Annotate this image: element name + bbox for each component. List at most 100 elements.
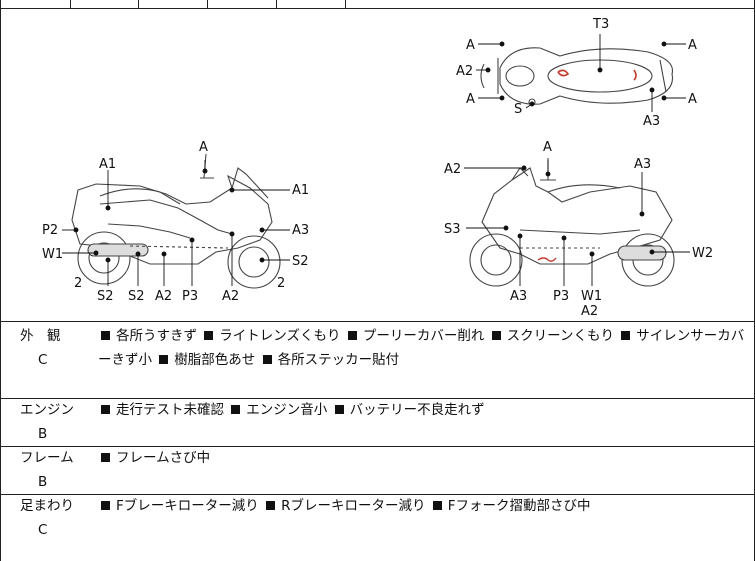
bullet-icon — [347, 331, 357, 340]
label-A: A — [543, 140, 552, 155]
bullet-icon — [101, 453, 110, 462]
bullet-icon — [262, 355, 272, 364]
top-view-scooter — [480, 47, 674, 106]
notes-cell: フレームさび中 — [98, 446, 748, 470]
right-side-view-leaders — [464, 160, 690, 286]
left-side-view-scooter — [71, 153, 281, 289]
label-S2: S2 — [292, 254, 309, 269]
damage-mark — [537, 257, 557, 262]
label-A: A — [688, 92, 697, 107]
bullet-icon — [101, 405, 110, 414]
notes-cell: Fブレーキローター減り Rブレーキローター減り Fフォーク摺動部さび中 — [98, 494, 748, 518]
category-grade: B — [38, 426, 48, 442]
label-A1: A1 — [99, 157, 116, 172]
label-2: 2 — [277, 276, 285, 291]
row-exterior: 外 観 C 各所うすきず ライトレンズくもり プーリーカバー削れ スクリーンくも… — [0, 324, 755, 398]
note-item: Rブレーキローター減り — [281, 498, 426, 514]
table-divider — [0, 398, 755, 399]
category-name: 外 観 — [20, 328, 61, 344]
category-cell: エンジン B — [20, 398, 74, 446]
bullet-icon — [266, 501, 276, 510]
label-A3: A3 — [510, 289, 527, 304]
label-W1: W1 — [581, 289, 602, 304]
bullet-icon — [159, 355, 169, 364]
table-divider — [345, 0, 346, 8]
note-item: 各所ステッカー貼付 — [277, 352, 400, 368]
category-name: フレーム — [20, 450, 74, 466]
label-S2: S2 — [97, 289, 114, 304]
label-S3: S3 — [444, 222, 461, 237]
label-P3: P3 — [553, 289, 569, 304]
category-name: エンジン — [20, 402, 74, 418]
label-A2: A2 — [581, 304, 598, 319]
table-divider — [207, 0, 208, 8]
label-A: A — [466, 92, 475, 107]
table-divider — [276, 0, 277, 8]
bullet-icon — [101, 331, 110, 340]
right-side-view-labels: A A2 A3 S3 W2 A3 P3 W1 A2 — [444, 140, 713, 319]
label-A3: A3 — [643, 114, 660, 129]
label-A: A — [688, 38, 697, 53]
right-side-view-scooter — [469, 158, 675, 287]
bullet-icon — [621, 331, 631, 340]
row-suspension: 足まわり C Fブレーキローター減り Rブレーキローター減り Fフォーク摺動部さ… — [0, 494, 755, 561]
category-name: 足まわり — [20, 498, 74, 514]
note-item: フレームさび中 — [116, 450, 211, 466]
bullet-icon — [231, 405, 241, 414]
label-S2: S2 — [128, 289, 145, 304]
top-view-labels: T3 A A A2 A A S A3 — [456, 17, 697, 129]
category-grade: C — [38, 352, 48, 368]
category-cell: 足まわり C — [20, 494, 74, 542]
table-divider — [0, 446, 755, 447]
damage-mark — [557, 69, 637, 81]
category-cell: 外 観 C — [20, 324, 61, 372]
bullet-icon — [101, 501, 110, 510]
row-engine: エンジン B 走行テスト未確認 エンジン音小 バッテリー不良走れず — [0, 398, 755, 446]
bullet-icon — [432, 501, 442, 510]
label-P3: P3 — [182, 289, 198, 304]
table-divider — [0, 8, 755, 9]
left-side-view-leaders — [62, 160, 290, 286]
label-S: S — [514, 102, 522, 117]
table-divider — [70, 0, 71, 8]
label-W2: W2 — [692, 246, 713, 261]
note-item: スクリーンくもり — [506, 328, 614, 344]
row-frame: フレーム B フレームさび中 — [0, 446, 755, 494]
label-W1: W1 — [42, 247, 63, 262]
bullet-icon — [204, 331, 214, 340]
label-A: A — [199, 140, 208, 155]
bullet-icon — [334, 405, 344, 414]
label-A1: A1 — [292, 183, 309, 198]
table-divider — [0, 0, 1, 561]
bullet-icon — [491, 331, 501, 340]
label-A2: A2 — [444, 162, 461, 177]
note-item: ライトレンズくもり — [219, 328, 341, 344]
label-P2: P2 — [42, 223, 58, 238]
note-item: 各所うすきず — [116, 328, 197, 344]
note-item: プーリーカバー削れ — [362, 328, 485, 344]
top-view-leaders — [476, 34, 686, 112]
table-divider — [0, 494, 755, 495]
note-item: Fブレーキローター減り — [116, 498, 259, 514]
note-item: 樹脂部色あせ — [174, 352, 256, 368]
category-cell: フレーム B — [20, 446, 74, 494]
notes-cell: 各所うすきず ライトレンズくもり プーリーカバー削れ スクリーンくもり サイレン… — [98, 324, 748, 372]
category-grade: B — [38, 474, 48, 490]
note-item: 走行テスト未確認 — [116, 402, 224, 418]
label-A2: A2 — [456, 64, 473, 79]
label-A2: A2 — [155, 289, 172, 304]
note-item: バッテリー不良走れず — [349, 402, 485, 418]
scooter-damage-diagram: A A1 A1 P2 A3 W1 S2 2 S2 S2 A2 P3 A2 2 — [42, 17, 713, 319]
label-A2: A2 — [222, 289, 239, 304]
notes-cell: 走行テスト未確認 エンジン音小 バッテリー不良走れず — [98, 398, 748, 422]
category-grade: C — [38, 522, 48, 538]
note-item: Fフォーク摺動部さび中 — [447, 498, 591, 514]
table-divider — [0, 321, 755, 322]
note-item: サイレンサーカバーきず小 — [98, 328, 745, 368]
label-A: A — [466, 38, 475, 53]
left-side-view-labels: A A1 A1 P2 A3 W1 S2 2 S2 S2 A2 P3 A2 2 — [42, 140, 309, 304]
table-divider — [138, 0, 139, 8]
note-item: エンジン音小 — [246, 402, 328, 418]
label-2: 2 — [74, 276, 82, 291]
